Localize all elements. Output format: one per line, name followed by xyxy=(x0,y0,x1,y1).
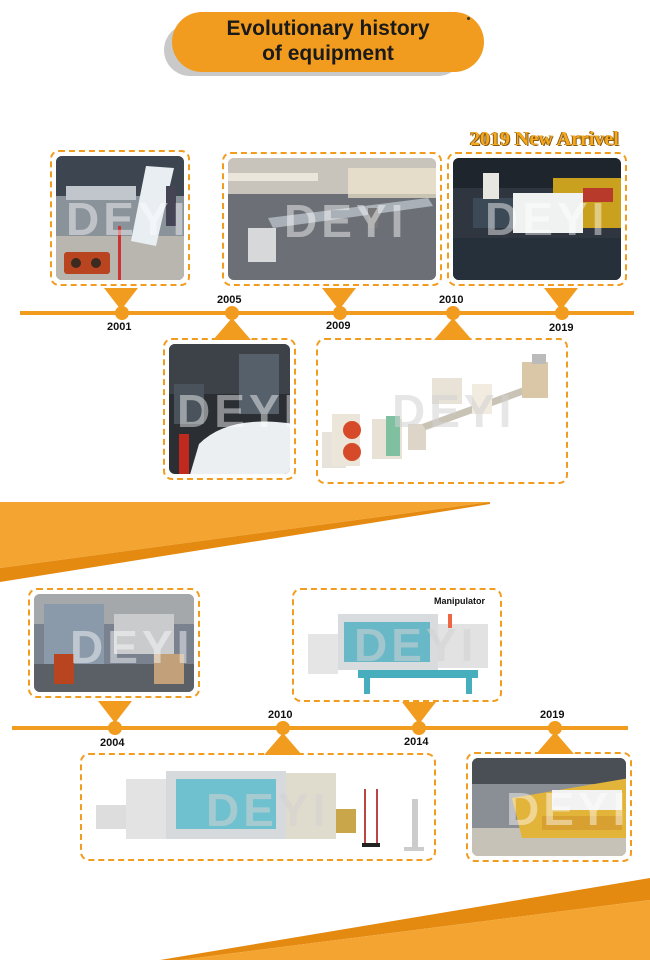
marker-2014 xyxy=(402,702,436,724)
photo-2019-factory-line: DEYI xyxy=(466,752,632,862)
page-title-line-2: of equipment xyxy=(262,42,394,65)
photo-2019-new-extruder: DEYI xyxy=(447,152,627,286)
thermoforming-line-render-2010 xyxy=(86,759,430,855)
watermark: DEYI xyxy=(70,621,194,673)
marker-2019-b xyxy=(536,732,574,754)
year-2019: 2019 xyxy=(549,322,574,334)
manipulator-label: Manipulator xyxy=(434,596,485,606)
footer-band xyxy=(160,878,650,960)
new-arrival-badge: 2019 New Arrivel xyxy=(470,128,619,150)
year-2010-b: 2010 xyxy=(268,709,293,721)
footer-band-light xyxy=(180,900,650,960)
marker-2005 xyxy=(213,318,251,340)
timeline-1 xyxy=(20,311,634,315)
photo-2009-production-line: DEYI xyxy=(222,152,442,286)
node-2010 xyxy=(446,306,460,320)
watermark: DEYI xyxy=(506,783,626,835)
year-2010: 2010 xyxy=(439,294,464,306)
year-2004: 2004 xyxy=(100,737,125,749)
page-title-line-1: Evolutionary history xyxy=(226,17,430,40)
photo-2005-extruder: DEYI xyxy=(163,338,296,480)
title-banner: Evolutionary history of equipment xyxy=(164,12,484,78)
footer-band-dark xyxy=(160,878,650,960)
watermark: DEYI xyxy=(284,195,408,247)
marker-2009 xyxy=(322,288,356,310)
photo-2010-production-line: DEYI xyxy=(316,338,568,484)
marker-2010-b xyxy=(264,733,302,755)
watermark: DEYI xyxy=(206,784,330,836)
year-2009: 2009 xyxy=(326,320,351,332)
watermark: DEYI xyxy=(66,193,184,245)
year-2014: 2014 xyxy=(404,736,429,748)
marker-2004 xyxy=(98,701,132,723)
node-2014 xyxy=(412,721,426,735)
decorative-dot xyxy=(467,17,470,20)
timeline-2 xyxy=(12,726,628,730)
year-2001: 2001 xyxy=(107,321,132,333)
node-2009 xyxy=(333,306,347,320)
marker-2010 xyxy=(434,318,472,340)
node-2001 xyxy=(115,306,129,320)
node-2010-b xyxy=(276,721,290,735)
title-pill xyxy=(172,12,484,72)
watermark: DEYI xyxy=(354,619,478,671)
node-2019-b xyxy=(548,721,562,735)
watermark: DEYI xyxy=(392,385,516,437)
photo-2014-manipulator-machine: DEYI Manipulator xyxy=(292,588,502,702)
factory-line-photo-2019 xyxy=(472,758,626,856)
node-2005 xyxy=(225,306,239,320)
node-2004 xyxy=(108,721,122,735)
photo-2004-thermoformer: DEYI xyxy=(28,588,200,698)
photo-2001-extruder: DEYI xyxy=(50,150,190,286)
divider-band-dark xyxy=(0,502,490,582)
manipulator-machine-render-2014 xyxy=(298,594,496,696)
new-extruder-photo-2019 xyxy=(453,158,621,280)
year-2019-b: 2019 xyxy=(540,709,565,721)
production-line-photo-2009 xyxy=(228,158,436,280)
node-2019 xyxy=(555,306,569,320)
divider-band xyxy=(0,502,490,582)
extruder-photo-2001 xyxy=(56,156,184,280)
watermark: DEYI xyxy=(177,385,290,437)
photo-2010-thermoforming-line: DEYI xyxy=(80,753,436,861)
marker-2019 xyxy=(544,288,578,310)
page-title: Evolutionary history of equipment xyxy=(172,16,484,66)
extruder-photo-2005 xyxy=(169,344,290,474)
thermoformer-photo-2004 xyxy=(34,594,194,692)
year-2005: 2005 xyxy=(217,294,242,306)
watermark: DEYI xyxy=(485,193,609,245)
production-line-render-2010 xyxy=(322,344,562,478)
marker-2001 xyxy=(104,288,138,310)
